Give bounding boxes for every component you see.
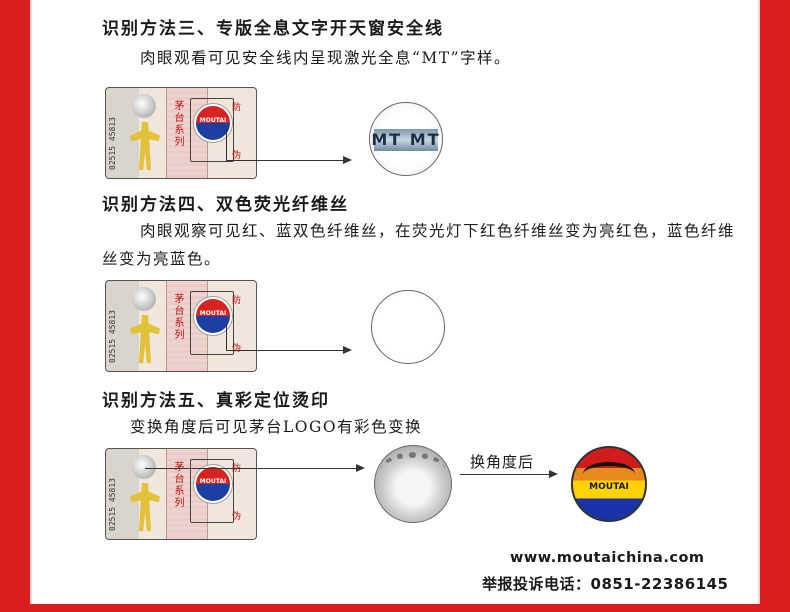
card-brand-text: MOUTAI [199,478,227,485]
card-focus-bracket [190,98,234,162]
silver-logo-circle [374,445,452,523]
after-angle-label: 换角度后 [470,453,535,471]
card-mark-bottom: 伪 [232,151,242,161]
card-vertical-chars: 茅台系列 [172,293,183,341]
card-hologram-orb [132,287,156,311]
card-focus-bracket [190,459,234,523]
silver-logo-arc [381,452,445,488]
mt-hologram-circle: MT MT [369,102,443,176]
card-flying-figure [130,122,160,170]
connector-line-2 [226,322,227,350]
card-serial: 02515 45813 [108,117,117,170]
arrow-3 [145,464,365,472]
mt-hologram-text: MT MT [371,130,441,149]
card-flying-figure [130,483,160,531]
color-logo-circle: MOUTAI [571,446,647,522]
fiber-circle [371,290,445,364]
section-3-heading: 识别方法三、专版全息文字开天窗安全线 [102,19,444,39]
section-5-text: 变换角度后可见茅台LOGO有彩色变换 [130,418,423,436]
card-serial: 02515 45813 [108,478,117,531]
frame-inner-left [30,0,32,604]
card-vertical-chars: 茅台系列 [172,100,183,148]
section-3-text: 肉眼观看可见安全线内呈现激光全息“MT”字样。 [140,49,512,67]
frame-inner-right [758,0,760,604]
mt-security-strip [374,129,438,151]
card-mark-bottom: 伪 [232,512,242,522]
label-card-1: 02515 45813 茅台系列 MOUTAI 防 伪 [105,87,257,179]
section-4-heading: 识别方法四、双色荧光纤维丝 [102,195,349,215]
color-logo-arc [583,462,635,486]
card-brand-text: MOUTAI [199,117,227,124]
card-flying-figure [130,315,160,363]
card-mark-top: 防 [232,296,242,306]
arrow-1 [226,156,352,164]
color-logo-text: MOUTAI [589,482,629,492]
card-vertical-chars: 茅台系列 [172,461,183,509]
card-brand-text: MOUTAI [199,310,227,317]
frame-left [0,0,30,612]
card-mark-top: 防 [232,103,242,113]
connector-line-1 [226,128,227,160]
frame-bottom [0,604,790,612]
card-brand-logo [194,465,232,503]
card-brand-logo [194,297,232,335]
arrow-2 [226,346,352,354]
footer-url: www.moutaichina.com [510,550,705,566]
card-hologram-orb [132,94,156,118]
card-mark-top: 防 [232,464,242,474]
footer-hotline: 举报投诉电话：0851-22386145 [482,575,729,593]
section-4-text: 肉眼观察可见红、蓝双色纤维丝，在荧光灯下红色纤维丝变为亮红色，蓝色纤维丝变为亮蓝… [102,222,736,268]
arrow-4 [460,470,558,478]
card-focus-bracket [190,291,234,355]
card-mark-bottom: 伪 [232,344,242,354]
section-5-heading: 识别方法五、真彩定位烫印 [102,391,330,411]
card-hologram-orb [132,455,156,479]
card-brand-logo [194,104,232,142]
label-card-3: 02515 45813 茅台系列 MOUTAI 防 伪 [105,448,257,540]
card-serial: 02515 45813 [108,310,117,363]
frame-right [760,0,790,612]
label-card-2: 02515 45813 茅台系列 MOUTAI 防 伪 [105,280,257,372]
